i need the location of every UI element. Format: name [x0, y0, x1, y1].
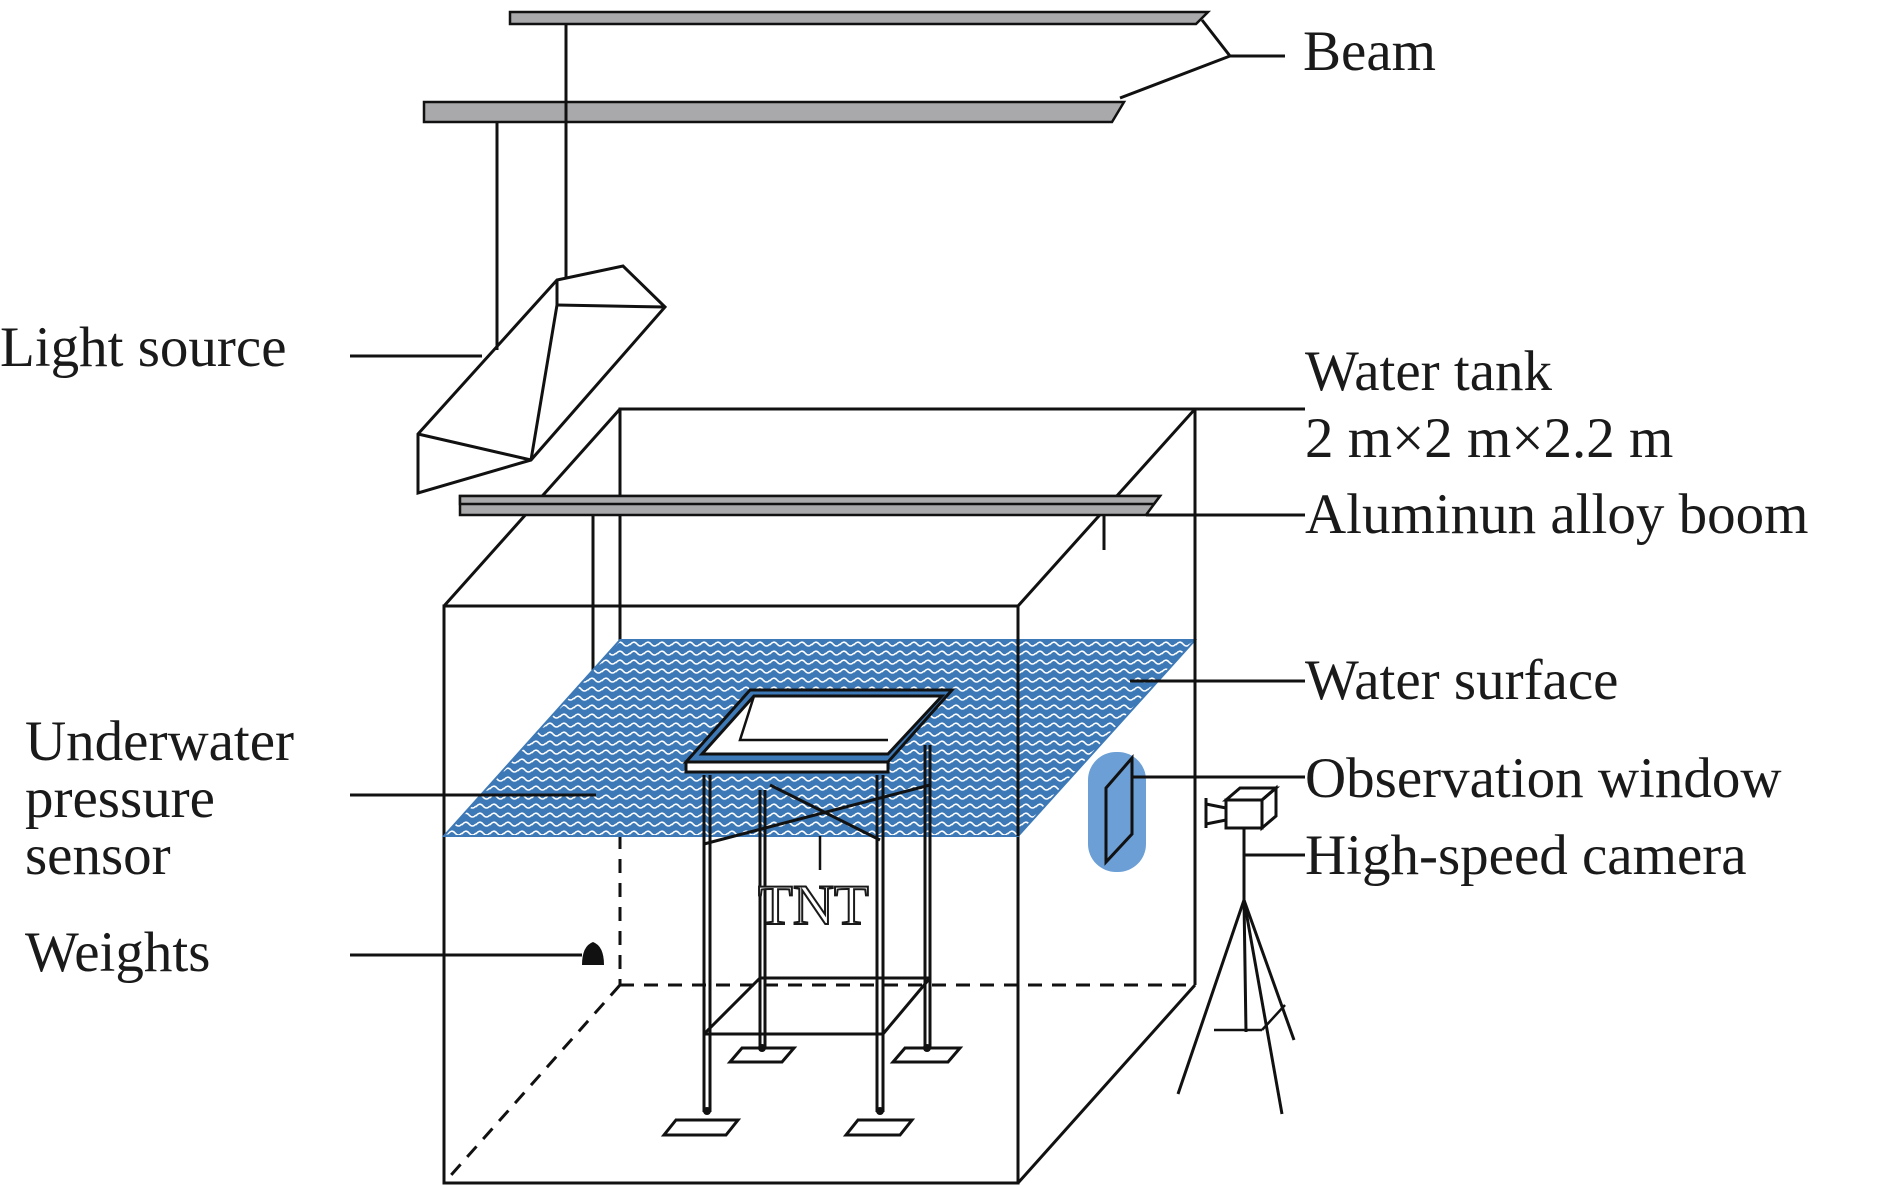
- label-sensor-line1: Underwater: [25, 710, 294, 773]
- observation-window: [1088, 752, 1146, 872]
- label-water-surface: Water surface: [1305, 649, 1618, 712]
- camera-icon: [1176, 784, 1296, 1115]
- beams: [422, 10, 1212, 350]
- label-observation-window: Observation window: [1305, 747, 1782, 810]
- label-light-source: Light source: [0, 316, 287, 379]
- beam-leader: [1200, 19, 1285, 58]
- leader-lines: [350, 19, 1305, 957]
- label-weights: Weights: [25, 921, 210, 984]
- label-boom: Aluminun alloy boom: [1305, 483, 1808, 546]
- label-beam: Beam: [1303, 20, 1436, 83]
- beam-leader-lower: [1119, 54, 1231, 100]
- label-tnt: TNT: [758, 874, 869, 937]
- label-sensor-line2: pressure: [25, 767, 215, 830]
- floating-frame: [682, 688, 956, 774]
- label-tank-size: 2 m×2 m×2.2 m: [1305, 407, 1673, 470]
- upper-beam: [508, 10, 1212, 26]
- lower-beam: [422, 100, 1127, 124]
- support-stand: [660, 745, 964, 1137]
- tank-lines-over-water: [1016, 409, 1197, 836]
- weights-icon: [582, 942, 604, 965]
- light-source: [416, 264, 668, 496]
- label-camera: High-speed camera: [1305, 824, 1747, 887]
- label-sensor-line3: sensor: [25, 824, 171, 887]
- label-water-tank: Water tank: [1305, 340, 1553, 403]
